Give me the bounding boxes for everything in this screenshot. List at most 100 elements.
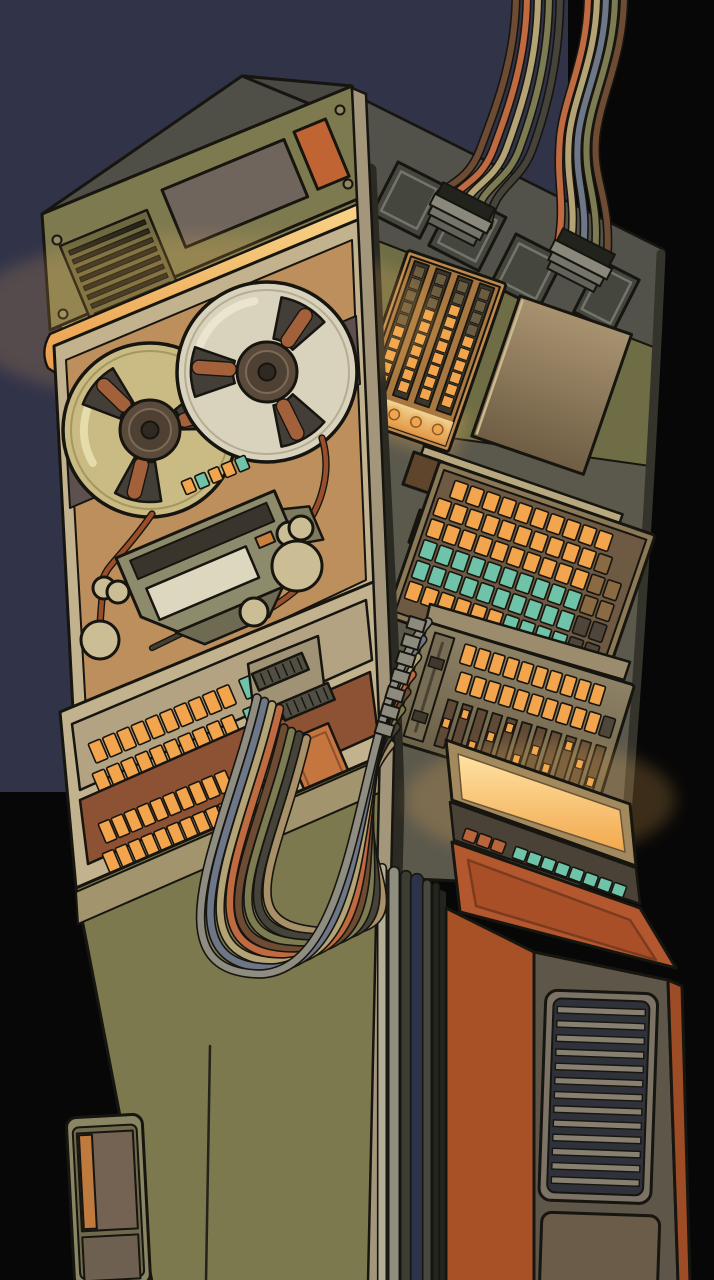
grille-slat	[554, 1062, 645, 1074]
indicator-light	[136, 802, 157, 828]
indicator-light	[220, 460, 237, 479]
indicator-light	[87, 738, 109, 764]
indicator-light	[553, 562, 574, 585]
indicator-light	[468, 675, 488, 700]
indicator-light	[110, 813, 131, 839]
meter-lamp	[431, 423, 444, 436]
meter-segment	[426, 363, 441, 378]
indicator-light	[466, 555, 487, 578]
cable-plug	[405, 615, 428, 634]
grille-slat	[550, 1176, 641, 1187]
indicator-light	[514, 572, 535, 595]
grid-light-row	[432, 497, 614, 576]
grille-slat	[556, 1005, 647, 1017]
indicator-light	[200, 775, 221, 800]
indicator-light	[498, 566, 519, 590]
meter-segment	[460, 335, 475, 350]
console-lower-panel	[538, 1210, 662, 1280]
indicator-light	[530, 577, 551, 601]
meter-segment	[418, 387, 433, 402]
meter-segment	[447, 303, 462, 318]
indicator-light	[101, 732, 123, 758]
cable	[446, 0, 530, 210]
indicator-light	[475, 581, 496, 605]
indicator-light	[555, 702, 574, 726]
guide-roller	[238, 596, 270, 628]
cable-plug	[394, 650, 417, 669]
meter-segment	[412, 265, 426, 279]
indicator-light	[116, 726, 138, 752]
indicator-light	[475, 832, 493, 850]
indicator-light	[403, 580, 424, 603]
vertical-drop-cables	[376, 862, 441, 1280]
meter-segment	[444, 382, 459, 397]
indicator-light	[610, 881, 628, 899]
indicator-light	[449, 479, 469, 503]
toggle-switch-knob	[485, 730, 496, 743]
reel-sheen	[195, 297, 259, 352]
indicator-light	[540, 697, 559, 722]
guide-roller	[105, 579, 131, 605]
meter-segment	[455, 279, 470, 294]
screw-icon	[51, 234, 63, 246]
cassette-slot	[129, 501, 276, 581]
indicator-light	[491, 587, 512, 610]
indicator-light	[496, 519, 517, 542]
screw-icon	[342, 178, 354, 190]
toggle-switch-knob	[504, 722, 515, 734]
reel-spoke	[281, 309, 312, 347]
indicator-light	[529, 507, 550, 530]
grille-slat	[551, 1161, 641, 1173]
indicator-light	[418, 538, 438, 562]
indicator-light	[539, 604, 560, 627]
indicator-light	[419, 586, 440, 609]
indicator-light	[454, 671, 473, 695]
meter-segment	[448, 370, 463, 385]
indicator-light	[512, 525, 533, 548]
console-chip-row	[461, 827, 628, 899]
meter-lamp	[388, 408, 401, 421]
indicator-light	[473, 534, 494, 558]
indicator-light	[596, 876, 614, 894]
meter-segment	[435, 339, 449, 354]
reel-spoke	[277, 399, 304, 440]
indicator-light	[410, 559, 431, 583]
meter-segment	[401, 367, 415, 382]
indicator-light	[577, 547, 597, 570]
top-frame-3	[489, 232, 566, 310]
indicator-light	[459, 576, 480, 599]
cable	[472, 0, 552, 223]
indicator-light	[545, 513, 566, 536]
meter-segment	[451, 291, 466, 306]
indicator-light	[511, 688, 531, 713]
indicator-light	[473, 647, 492, 672]
grid-light-row	[449, 479, 614, 553]
indicator-light	[187, 696, 209, 722]
indicator-light	[441, 523, 462, 547]
meter-segment	[433, 272, 448, 287]
indicator-light	[561, 541, 581, 565]
indicator-light	[602, 579, 622, 602]
door-orange-strip	[77, 1133, 98, 1231]
indicator-light	[159, 708, 180, 734]
console-left-side	[444, 906, 536, 1280]
cable-plug	[400, 632, 422, 651]
indicator-light	[123, 808, 144, 833]
cable-connector-block-a	[426, 181, 496, 247]
orange-console	[405, 738, 692, 1280]
meter-segment	[477, 287, 492, 302]
grille-slat	[555, 1048, 645, 1060]
cable	[555, 0, 591, 249]
indicator-light	[497, 684, 516, 709]
meter-segment	[440, 394, 455, 409]
indicator-light	[207, 466, 224, 484]
head-window	[145, 545, 261, 622]
indicator-light	[443, 570, 463, 594]
console-vent-grille	[537, 988, 660, 1205]
reel-status-chips	[180, 454, 251, 496]
grille-slat	[553, 1090, 644, 1102]
meter-segment	[429, 284, 444, 299]
indicator-light	[502, 656, 521, 681]
